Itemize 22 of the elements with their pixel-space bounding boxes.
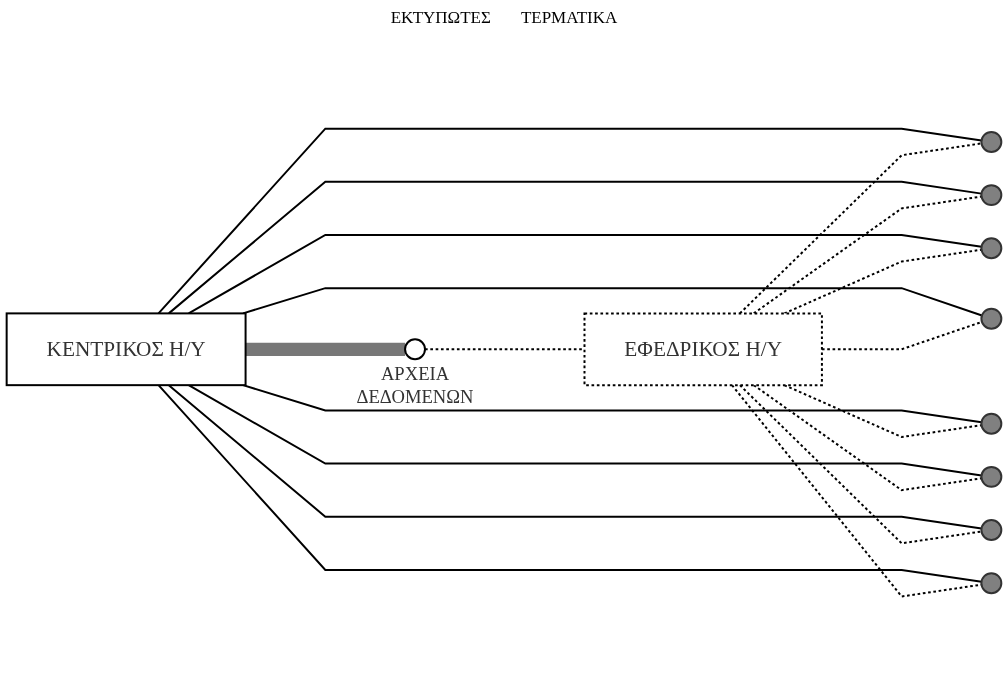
node-circle (980, 131, 1003, 154)
node-circle (980, 572, 1003, 595)
beside-text: ΑΡΧΕΙΑ ΔΕΔΟΜΕΝΩΝ (356, 363, 474, 408)
connector (187, 234, 983, 315)
connector (157, 384, 983, 584)
node-circle (980, 308, 1003, 331)
connector (245, 343, 406, 357)
bus-label: ΕΚΤΥΠΩΤΕΣ (390, 8, 491, 28)
node-box: ΕΦΕΔΡΙΚΟΣ Η/Υ (583, 312, 823, 387)
bus-label: ΤΕΡΜΑΤΙΚΑ (520, 8, 618, 28)
node-circle (980, 466, 1003, 489)
connector (167, 384, 983, 530)
node-circle (980, 237, 1003, 260)
connector (157, 128, 983, 315)
node-circle (980, 519, 1003, 542)
connector (187, 384, 983, 477)
connector (167, 181, 983, 315)
node-circle (980, 184, 1003, 207)
connector (242, 384, 983, 424)
node-circle (980, 413, 1003, 436)
node-circle (404, 338, 426, 361)
node-box: ΚΕΝΤΡΙΚΟΣ Η/Υ (5, 312, 247, 387)
